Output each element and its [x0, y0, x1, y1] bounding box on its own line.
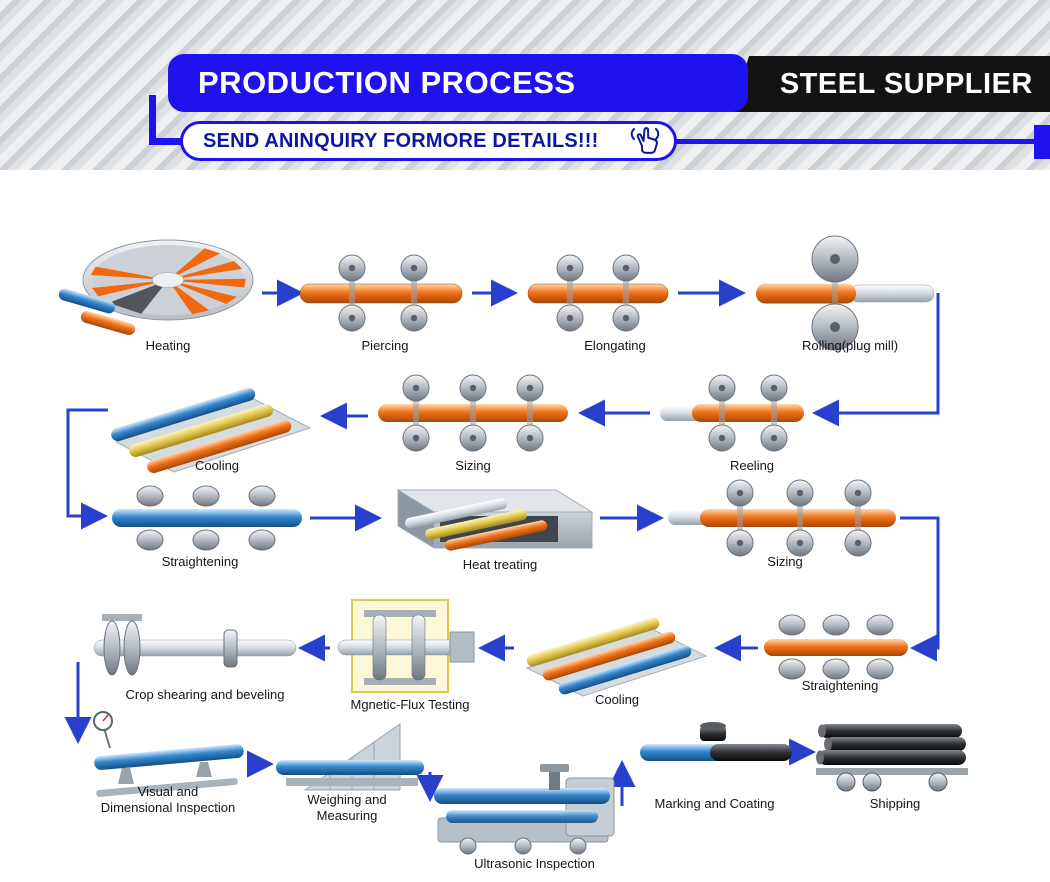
station-label-piercing: Piercing	[361, 338, 409, 353]
banner-connector-vertical	[149, 95, 156, 145]
banner-connector-horizontal	[149, 138, 185, 145]
station-label-heating: Heating	[145, 338, 191, 353]
station-label-straightening-1: Straightening	[161, 554, 239, 569]
sizing-machine-1-icon	[378, 374, 568, 452]
rolling-plug-mill-machine-icon	[756, 235, 935, 351]
station-label-ultrasonic: Ultrasonic Inspection	[474, 856, 595, 871]
send-inquiry-banner[interactable]: SEND ANINQUIRY FORMORE DETAILS!!!	[180, 121, 677, 161]
visual-inspection-station-icon	[93, 711, 244, 797]
station-label-heat-treating: Heat treating	[462, 557, 538, 572]
station-label-magnetic-flux-testing: Mgnetic-Flux Testing	[350, 697, 470, 712]
station-label-reeling: Reeling	[729, 458, 775, 473]
inquiry-text: SEND ANINQUIRY FORMORE DETAILS!!!	[203, 129, 599, 152]
straightening-machine-1-icon	[112, 485, 302, 551]
station-label-shipping: Shipping	[869, 796, 921, 811]
station-label-rolling-plug-mill: Rolling(plug mill)	[801, 338, 899, 353]
piercing-machine-icon	[299, 254, 463, 332]
station-label-weighing: Weighing and Measuring	[307, 792, 387, 824]
station-label-visual-inspection: Visual and Dimensional Inspection	[100, 784, 236, 816]
station-label-straightening-2: Straightening	[801, 678, 879, 693]
inquiry-line-endcap	[1034, 125, 1050, 159]
station-label-cooling-2: Cooling	[594, 692, 640, 707]
inquiry-banner-line	[650, 139, 1050, 144]
click-hand-icon	[630, 127, 660, 154]
crop-shearing-machine-icon	[93, 614, 297, 676]
shipping-truck-icon	[816, 724, 968, 792]
station-label-marking-coating: Marking and Coating	[654, 796, 775, 811]
magnetic-flux-testing-machine-icon	[337, 599, 475, 693]
supplier-title: STEEL SUPPLIER	[780, 67, 1034, 100]
station-label-crop-shearing: Crop shearing and beveling	[125, 687, 285, 702]
cooling-rack-1-icon	[111, 387, 312, 474]
elongating-machine-icon	[527, 254, 669, 332]
station-label-sizing-2: Sizing	[767, 554, 803, 569]
heat-treating-furnace-icon	[396, 489, 594, 551]
station-label-cooling-1: Cooling	[194, 458, 240, 473]
station-label-sizing-1: Sizing	[455, 458, 491, 473]
heating-machine-icon	[58, 239, 254, 336]
sizing-machine-2-icon	[668, 479, 896, 557]
marking-coating-machine-icon	[640, 722, 792, 761]
reeling-machine-icon	[660, 374, 804, 452]
page-title: PRODUCTION PROCESS	[198, 65, 576, 100]
ultrasonic-inspection-machine-icon	[434, 764, 615, 855]
straightening-machine-2-icon	[764, 614, 908, 680]
cooling-rack-2-icon	[525, 617, 708, 697]
steel-supplier-banner: STEEL SUPPLIER	[730, 56, 1050, 112]
production-process-banner: PRODUCTION PROCESS	[168, 54, 748, 112]
flow-arrows	[64, 279, 940, 806]
weighing-station-icon	[276, 723, 424, 791]
station-label-elongating: Elongating	[584, 338, 646, 353]
